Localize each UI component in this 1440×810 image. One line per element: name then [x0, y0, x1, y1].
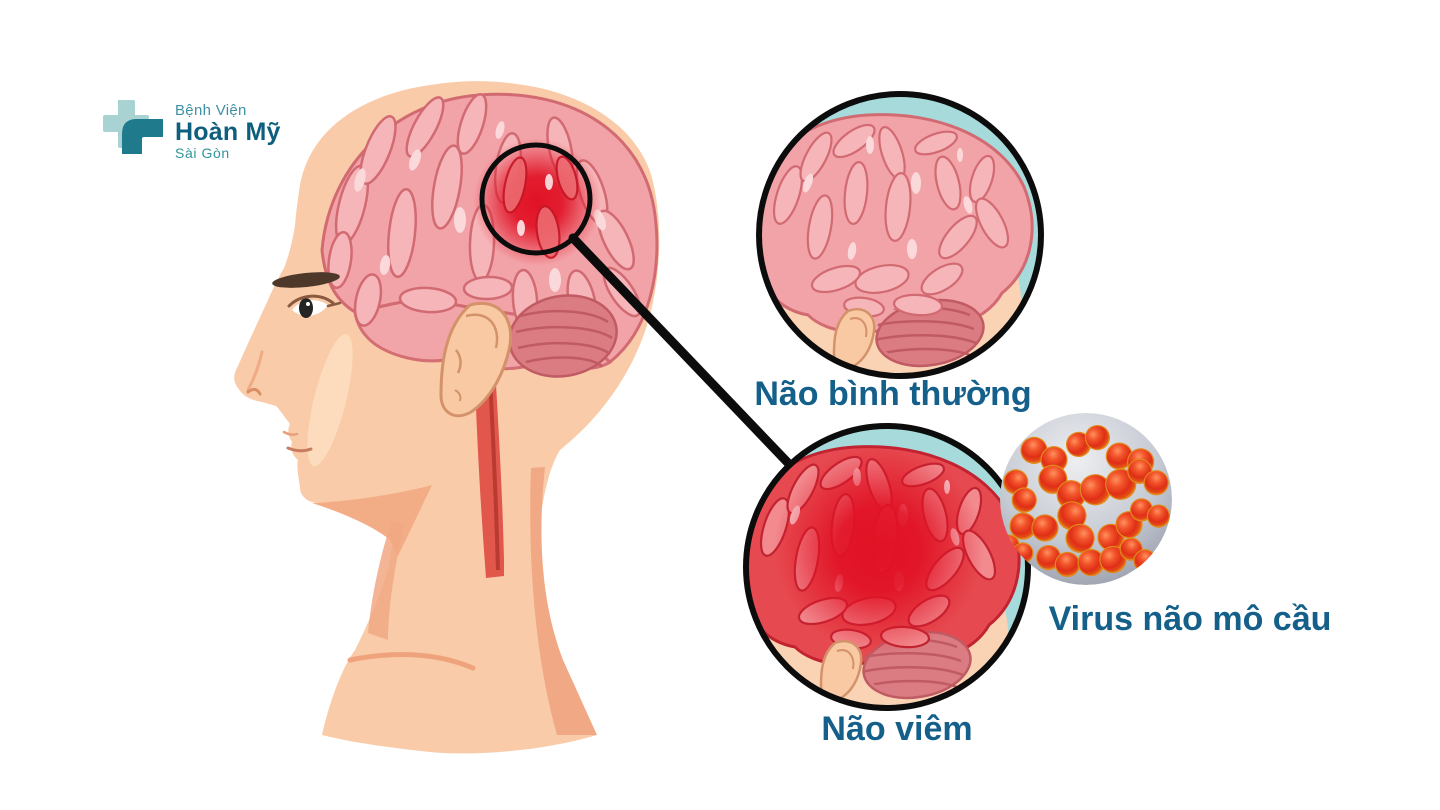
- hospital-logo: Bệnh Viện Hoàn Mỹ Sài Gòn: [102, 99, 281, 161]
- nose-crease: [246, 350, 264, 392]
- normal-brain-inset: [658, 91, 1044, 497]
- nostril: [246, 387, 262, 396]
- head-profile-illustration: [234, 81, 660, 754]
- mouth-line: [286, 446, 313, 453]
- eye: [287, 294, 342, 318]
- ear: [439, 302, 513, 418]
- label-normal-brain: Não bình thường: [754, 375, 1031, 413]
- face-features: [246, 272, 342, 453]
- neck-front-shadow: [368, 520, 404, 640]
- collarbone-crease: [347, 652, 476, 671]
- logo-hospital-name: Hoàn Mỹ: [175, 118, 281, 147]
- logo-hospital-type: Bệnh Viện: [175, 102, 247, 119]
- inflammation-spot: [473, 138, 601, 266]
- magnifier-ring: [479, 142, 593, 256]
- cheek-highlight: [307, 333, 353, 467]
- jaw-shadow: [312, 485, 432, 556]
- connector-line: [568, 233, 795, 470]
- cerebellum: [508, 294, 618, 378]
- eyebrow: [272, 272, 340, 288]
- bacteria-cocci: [1000, 424, 1171, 578]
- neck-back-shadow: [530, 467, 597, 735]
- inflamed-brain-inset: [645, 423, 1031, 810]
- label-inflamed-brain: Não viêm: [821, 710, 972, 748]
- virus-photo: [1000, 413, 1172, 585]
- upper-lip-line: [282, 430, 299, 436]
- logo-branch: Sài Gòn: [175, 145, 230, 162]
- label-virus: Virus não mô cầu: [1049, 600, 1332, 638]
- hospital-cross-icon: [103, 100, 163, 154]
